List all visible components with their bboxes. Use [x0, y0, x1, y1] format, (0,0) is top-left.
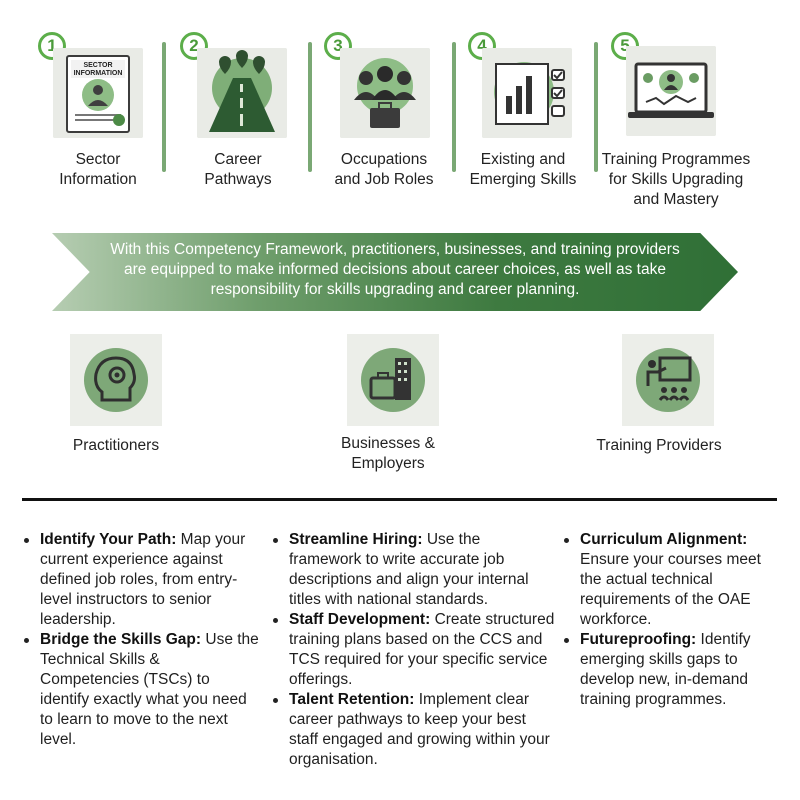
step-separator	[308, 42, 312, 172]
list-item: Bridge the Skills Gap: Use the Technical…	[22, 630, 262, 750]
businesses-benefits-column: Streamline Hiring: Use the framework to …	[271, 530, 556, 770]
audience-training-providers: Training Providers	[596, 437, 722, 454]
step-separator	[162, 42, 166, 172]
list-item: Talent Retention: Implement clear career…	[271, 690, 556, 770]
section-divider	[22, 498, 777, 501]
presenter-board-icon	[622, 334, 714, 426]
step-number-badge: 1	[38, 32, 66, 60]
step-1: 1	[38, 30, 168, 220]
audience-practitioners: Practitioners	[72, 437, 160, 454]
step-1-label: Sector Information	[59, 151, 137, 188]
framework-banner-text: With this Competency Framework, practiti…	[110, 241, 680, 298]
audience-businesses-employers: Businesses & Employers	[341, 435, 435, 472]
list-item: Identify Your Path: Map your current exp…	[22, 530, 262, 630]
step-separator	[452, 42, 456, 172]
sector-badge-line-1: SECTOR	[83, 62, 112, 69]
step-3-label: Occupations and Job Roles	[334, 151, 434, 188]
sector-badge-line-2: INFORMATION	[74, 70, 123, 77]
practitioners-benefits-column: Identify Your Path: Map your current exp…	[22, 530, 262, 750]
training-providers-benefits-column: Curriculum Alignment: Ensure your course…	[562, 530, 784, 710]
list-item: Streamline Hiring: Use the framework to …	[271, 530, 556, 610]
step-separator	[594, 42, 598, 172]
step-2-label: Career Pathways	[204, 151, 272, 188]
step-5-label: Training Programmes for Skills Upgrading…	[601, 151, 751, 208]
sector-information-document-icon: SECTOR INFORMATION	[53, 48, 143, 138]
framework-banner-arrow	[52, 233, 738, 311]
step-4-label: Existing and Emerging Skills	[469, 151, 577, 188]
career-pathway-road-icon	[197, 48, 287, 138]
skills-checklist-chart-icon	[482, 48, 572, 138]
training-laptop-icon	[626, 46, 716, 136]
occupations-people-icon	[340, 48, 430, 138]
list-item: Curriculum Alignment: Ensure your course…	[562, 530, 784, 630]
briefcase-building-icon	[347, 334, 439, 426]
list-item: Futureproofing: Identify emerging skills…	[562, 630, 784, 710]
list-item: Staff Development: Create structured tra…	[271, 610, 556, 690]
head-gear-icon	[70, 334, 162, 426]
